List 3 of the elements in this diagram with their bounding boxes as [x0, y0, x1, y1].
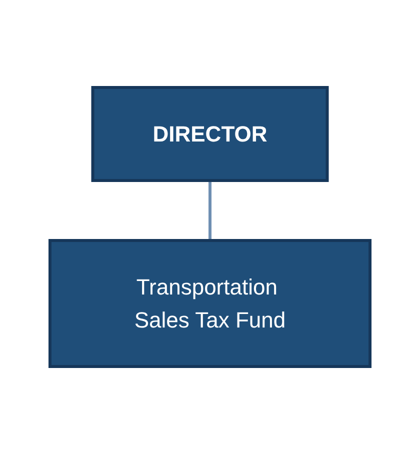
node-box: Transportation Sales Tax Fund: [48, 239, 371, 368]
connector: [208, 180, 211, 240]
node-box: DIRECTOR: [90, 86, 328, 182]
